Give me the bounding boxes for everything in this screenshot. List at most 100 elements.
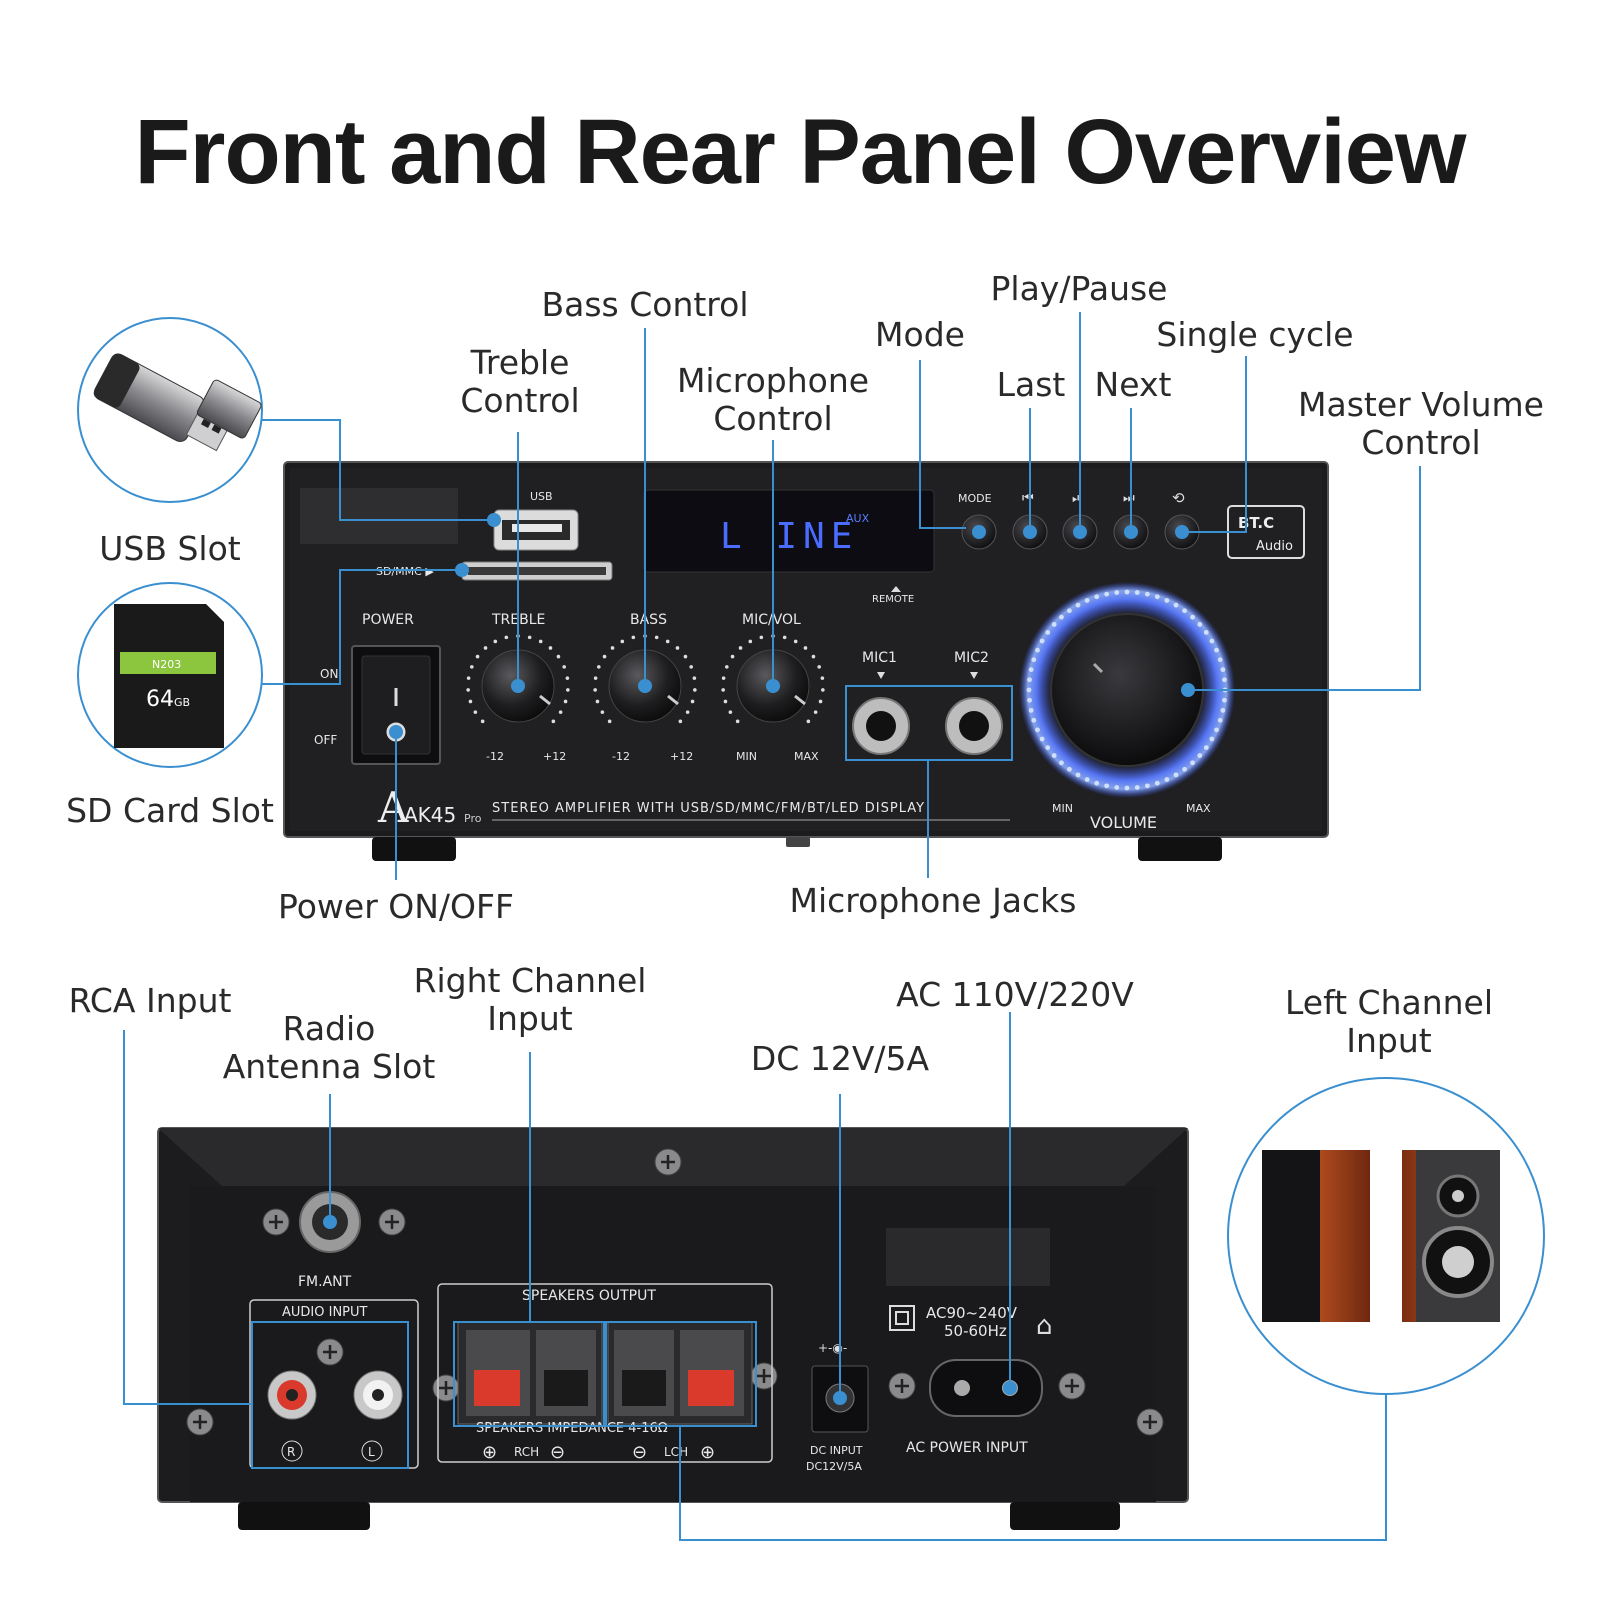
- knob-tick-dot: [593, 688, 597, 692]
- ac-label-redaction: [886, 1228, 1050, 1286]
- radio-antenna-callout: Radio Antenna Slot: [214, 1010, 444, 1086]
- next-track-icon: ⏭: [1123, 491, 1135, 506]
- volume-led-dot: [1173, 772, 1179, 778]
- ac-socket-pin-left: [954, 1380, 970, 1396]
- knob-tick-dot: [693, 688, 697, 692]
- master-volume-pointer: [1092, 662, 1104, 674]
- knob-tick-dot: [565, 676, 570, 680]
- knob-tick-dot: [558, 710, 563, 714]
- dc-callout-dot: [833, 1391, 847, 1405]
- sd-card-unit: GB: [174, 696, 190, 709]
- model-name: AK45: [404, 803, 456, 827]
- knob-tick-dot: [566, 688, 570, 692]
- bass-knob-label: BASS: [630, 612, 667, 628]
- knob-tick-dot: [631, 635, 636, 640]
- mode-button-label: MODE: [958, 492, 992, 505]
- knob-tick-dot: [473, 710, 478, 714]
- volume-led-dot: [1220, 667, 1226, 673]
- knob-tick-dot: [793, 639, 798, 644]
- bass-max-label: +12: [670, 750, 693, 763]
- knob-tick-dot: [725, 665, 729, 669]
- mode-callout: Mode: [875, 315, 965, 354]
- volume-led-dot: [1222, 677, 1227, 683]
- volume-led-dot: [1209, 638, 1215, 644]
- right-channel-callout: Right Channel Input: [400, 962, 660, 1038]
- rch-plus-icon: ⊕: [482, 1442, 497, 1463]
- rca-right-badge: [281, 1440, 303, 1462]
- volume-led-dot: [1045, 629, 1051, 635]
- volume-led-dot: [1203, 629, 1209, 635]
- volume-led-dot: [1027, 697, 1032, 703]
- next-callout: Next: [1094, 365, 1172, 404]
- knob-tick-dot: [654, 635, 659, 640]
- speakers-output-frame: [437, 1283, 773, 1463]
- volume-led-dot: [1104, 591, 1110, 597]
- page-title: Front and Rear Panel Overview: [134, 101, 1466, 203]
- mic2-jack-hole: [959, 711, 989, 741]
- ac-power-socket[interactable]: [929, 1359, 1043, 1417]
- usb-stick-plug-hole: [200, 418, 211, 428]
- front-foot-left: [372, 837, 456, 861]
- volume-led-dot: [1104, 783, 1110, 789]
- knob-tick-dot: [820, 676, 825, 680]
- knob-tick-dot: [466, 688, 470, 692]
- volume-led-dot: [1051, 753, 1057, 758]
- rca-right-label: R: [287, 1445, 295, 1459]
- rca-left-label: L: [368, 1445, 375, 1459]
- volume-led-dot: [1028, 707, 1034, 713]
- lch-label: LCH: [664, 1445, 688, 1459]
- last-callout: Last: [996, 365, 1066, 404]
- volume-led-dot: [1084, 598, 1090, 603]
- rear-foot-right: [1010, 1502, 1120, 1530]
- last-callout-dot: [1023, 525, 1037, 539]
- sd-card-capacity: 64: [146, 687, 174, 712]
- left-channel-callout-line1: Left Channel: [1284, 983, 1494, 1022]
- master-volume-knob[interactable]: [1050, 613, 1204, 767]
- play-pause-icon: ⏯: [1072, 491, 1082, 506]
- volume-led-dot: [1124, 785, 1130, 791]
- knob-tick-dot: [721, 676, 726, 680]
- usb-stick-plug-hole: [211, 424, 222, 434]
- double-insulation-icon: [889, 1305, 915, 1331]
- front-foot-right: [1138, 837, 1222, 861]
- bass-control-callout: Bass Control: [541, 285, 749, 324]
- knob-tick-dot: [538, 639, 543, 644]
- bass-knob-pointer: [667, 694, 679, 706]
- model-suffix: Pro: [464, 812, 482, 825]
- master-volume-callout-line: [1188, 466, 1421, 691]
- knob-tick-dot: [818, 699, 823, 704]
- sd-card-stripe: [120, 652, 216, 674]
- knob-tick-dot: [556, 654, 561, 659]
- led-display-text: L INE: [720, 516, 858, 557]
- knob-tick-dot: [748, 639, 753, 644]
- volume-led-dot: [1027, 677, 1032, 683]
- fm-antenna-label: FM.ANT: [298, 1274, 352, 1290]
- volume-led-dot: [1051, 622, 1057, 627]
- volume-led-dot: [1114, 590, 1120, 595]
- mic-vol-knob-label: MIC/VOL: [742, 612, 801, 628]
- knob-tick-dot: [483, 646, 488, 650]
- microphone-control-callout-line1: Microphone: [676, 361, 870, 400]
- single-cycle-callout-dot: [1175, 525, 1189, 539]
- knob-tick-dot: [600, 710, 605, 714]
- logo-redaction: [300, 488, 458, 544]
- knob-tick-dot: [610, 646, 615, 650]
- rca-input-callout: RCA Input: [68, 981, 232, 1020]
- volume-led-dot: [1209, 736, 1215, 742]
- knob-tick-dot: [563, 699, 568, 704]
- radio-antenna-callout-line1: Radio: [282, 1009, 376, 1048]
- knob-tick-dot: [692, 676, 697, 680]
- bluetooth-badge-audio: Audio: [1256, 539, 1293, 554]
- volume-led-dot: [1217, 717, 1223, 723]
- dc-power-callout: DC 12V/5A: [750, 1039, 930, 1078]
- microphone-control-callout-line2: Control: [713, 399, 833, 438]
- volume-led-dot: [1220, 707, 1226, 713]
- volume-led-dot: [1084, 777, 1090, 782]
- power-label: POWER: [362, 612, 414, 628]
- front-panel: USB SD/MMC ▶ L INE AUX REMOTE MODE ⏮ ⏯ ⏭…: [283, 461, 1329, 861]
- previous-track-icon: ⏮: [1022, 491, 1034, 506]
- volume-led-dot: [1059, 760, 1064, 766]
- rch-minus-icon: ⊖: [550, 1442, 565, 1463]
- volume-led-dot: [1222, 697, 1227, 703]
- right-channel-highlight: [453, 1321, 605, 1427]
